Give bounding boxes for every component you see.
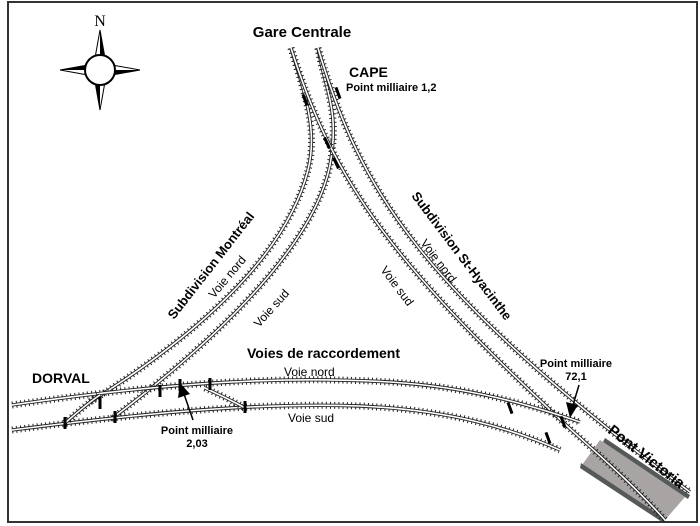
signal-marker bbox=[63, 417, 67, 429]
signal-marker bbox=[334, 86, 342, 100]
track-gauge bbox=[290, 47, 666, 521]
track-rails bbox=[316, 47, 692, 494]
raccordement-voie-nord-label: Voie nord bbox=[284, 365, 335, 379]
track-gauge bbox=[109, 47, 335, 421]
milepost-203-label-line1: Point milliaire bbox=[161, 425, 233, 437]
north-label: N bbox=[94, 13, 106, 30]
cape-milepost-label: Point milliaire 1,2 bbox=[346, 82, 436, 94]
track-gauge bbox=[64, 394, 101, 424]
bridge-side-top bbox=[603, 438, 690, 499]
signal-marker bbox=[323, 136, 331, 150]
dorval-label: DORVAL bbox=[32, 370, 90, 386]
signal-marker bbox=[113, 411, 117, 423]
crossover-1 bbox=[62, 392, 102, 426]
compass-rose-icon bbox=[59, 29, 141, 111]
signal-marker bbox=[332, 156, 340, 170]
raccordement-nord-track bbox=[11, 376, 582, 426]
st-hyacinthe-sud-track bbox=[287, 46, 668, 523]
gare-centrale-label: Gare Centrale bbox=[253, 24, 351, 41]
milepost-721-label-line2: 72,1 bbox=[565, 371, 586, 383]
tracks-layer bbox=[11, 46, 693, 523]
bridge-side-bottom bbox=[580, 463, 664, 522]
signal-marker bbox=[559, 415, 567, 429]
montreal-voie-sud-label: Voie sud bbox=[251, 286, 292, 330]
track-rails bbox=[11, 403, 561, 452]
signal-marker bbox=[208, 378, 212, 390]
raccordement-label: Voies de raccordement bbox=[247, 345, 400, 361]
st-hyacinthe-nord-track bbox=[314, 47, 693, 495]
milepost-721-arrow-icon bbox=[566, 384, 580, 418]
milepost-721-label-line1: Point milliaire bbox=[540, 358, 612, 370]
signal-marker bbox=[506, 401, 514, 415]
track-gauge bbox=[11, 378, 581, 423]
track-ties bbox=[11, 401, 562, 454]
signal-marker bbox=[301, 93, 309, 107]
diagram-frame bbox=[7, 1, 698, 523]
milepost-203-label-line2: 2,03 bbox=[186, 438, 207, 450]
st-hyacinthe-voie-sud-label: Voie sud bbox=[378, 263, 417, 308]
raccordement-sud-track bbox=[11, 401, 562, 454]
signal-marker bbox=[243, 401, 247, 413]
track-gauge bbox=[11, 404, 561, 451]
milepost-203-arrow-icon bbox=[178, 383, 194, 421]
bridge-deck bbox=[582, 440, 685, 520]
raccordement-voie-sud-label: Voie sud bbox=[288, 411, 334, 425]
track-gauge bbox=[317, 47, 691, 493]
cape-label: CAPE bbox=[349, 64, 388, 80]
track-ties bbox=[314, 47, 693, 495]
signal-marker bbox=[544, 431, 552, 445]
signals-layer bbox=[63, 86, 567, 445]
montreal-sud-track bbox=[107, 47, 337, 423]
signal-marker bbox=[158, 385, 162, 397]
signal-marker bbox=[98, 397, 102, 409]
pont-victoria-bridge bbox=[580, 438, 690, 522]
